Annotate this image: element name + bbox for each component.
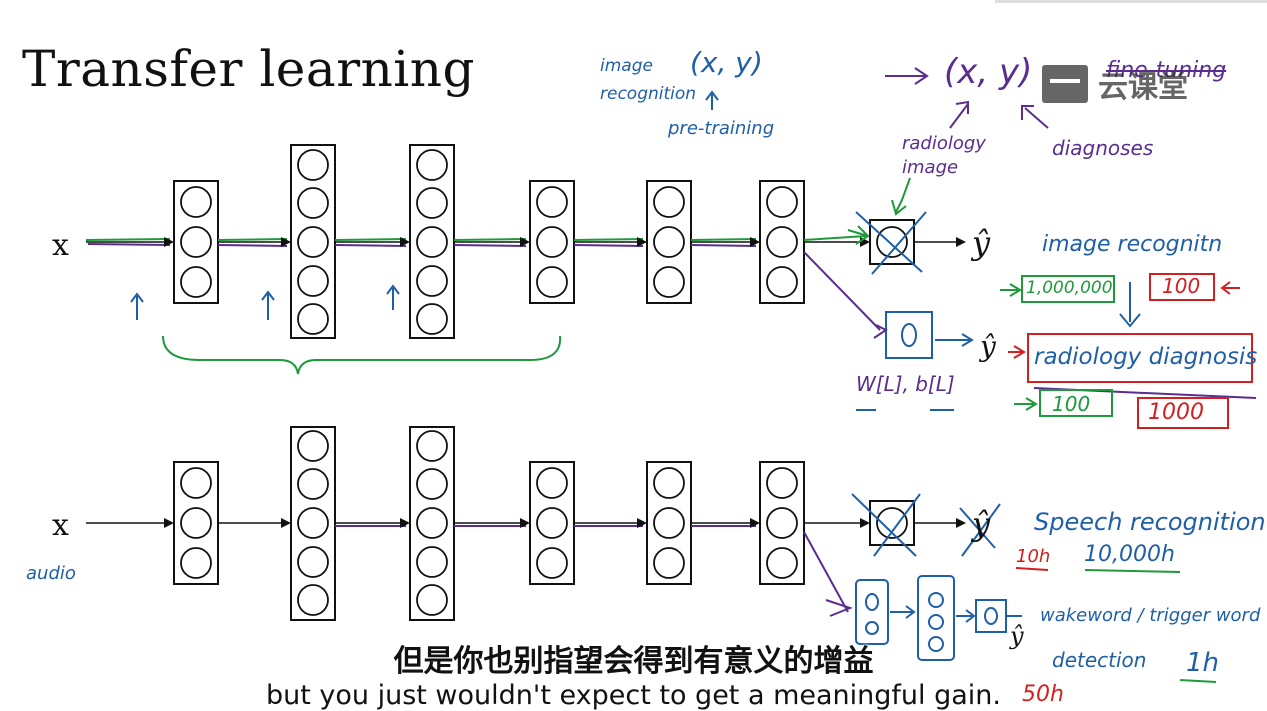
note-count-100: 100	[1052, 392, 1091, 416]
note-count-100-top: 100	[1162, 274, 1201, 298]
note-diagnoses: diagnoses	[1052, 136, 1154, 160]
top-arrowheads	[164, 237, 966, 247]
new-output-unit	[885, 311, 933, 359]
subtitle-english: but you just wouldn't expect to get a me…	[265, 680, 1002, 711]
note-hours-10000: 10,000h	[1084, 542, 1175, 567]
note-xy-right: (x, y)	[944, 52, 1033, 92]
note-speech-recognition: Speech recognition	[1034, 508, 1266, 536]
slide-title: Transfer learning	[22, 40, 476, 98]
top-purple-overlay	[87, 243, 881, 331]
new-layer-a	[855, 579, 889, 645]
note-weights: W[L], b[L]	[856, 372, 955, 396]
note-xy-top: (x, y)	[690, 46, 763, 79]
note-hours-50: 50h	[1022, 682, 1064, 707]
top-green-brace	[162, 335, 562, 375]
logo-text: 云课堂	[1098, 70, 1188, 105]
top-yhat: ŷ	[972, 224, 991, 262]
bottom-input-label: x	[52, 508, 69, 543]
logo-icon	[1042, 65, 1088, 103]
bottom-arrowheads	[164, 518, 966, 528]
top-edge-bar	[995, 0, 1267, 3]
new-yhat: ŷ	[980, 330, 996, 363]
bottom-output-cross	[851, 493, 921, 557]
note-hours-1: 1h	[1186, 648, 1220, 678]
note-wakeword: wakeword / trigger word	[1040, 605, 1261, 626]
new-yhat-bottom: ŷ	[1010, 622, 1024, 650]
top-output-unit	[869, 219, 915, 265]
bottom-output-unit	[869, 500, 915, 546]
note-radiology-image: radiology image	[902, 133, 986, 178]
watermark-logo: 云课堂	[1042, 62, 1188, 106]
bottom-yhat: ŷ	[972, 505, 991, 543]
note-image-recognition: image recognitn	[1042, 232, 1223, 257]
top-input-label: x	[52, 228, 69, 263]
note-count-1000: 1000	[1148, 400, 1204, 425]
top-network	[85, 144, 974, 375]
top-neurons	[180, 149, 798, 335]
subtitle-chinese: 但是你也别指望会得到有意义的增益	[393, 644, 874, 679]
note-detection: detection	[1052, 648, 1147, 672]
note-count-1m: 1,000,000	[1026, 278, 1113, 298]
new-layer-b	[917, 575, 955, 661]
bottom-purple-overlay	[335, 525, 849, 613]
top-freeze-arrows	[130, 284, 400, 320]
note-fine-tuning: fine-tuning	[1106, 58, 1227, 83]
note-pre-training: pre-training	[668, 118, 775, 139]
note-radiology-diagnosis: radiology diagnosis	[1034, 344, 1258, 370]
note-hours-10: 10h	[1016, 546, 1051, 567]
top-output-cross	[855, 211, 927, 275]
new-output-b	[975, 599, 1007, 633]
top-green-overlay	[85, 235, 867, 241]
bottom-neurons	[180, 430, 798, 616]
bottom-network	[86, 426, 1022, 661]
note-audio: audio	[26, 563, 76, 584]
right-annotation-shapes	[705, 67, 1257, 683]
note-image-recognition-top: image recognition	[600, 56, 697, 104]
